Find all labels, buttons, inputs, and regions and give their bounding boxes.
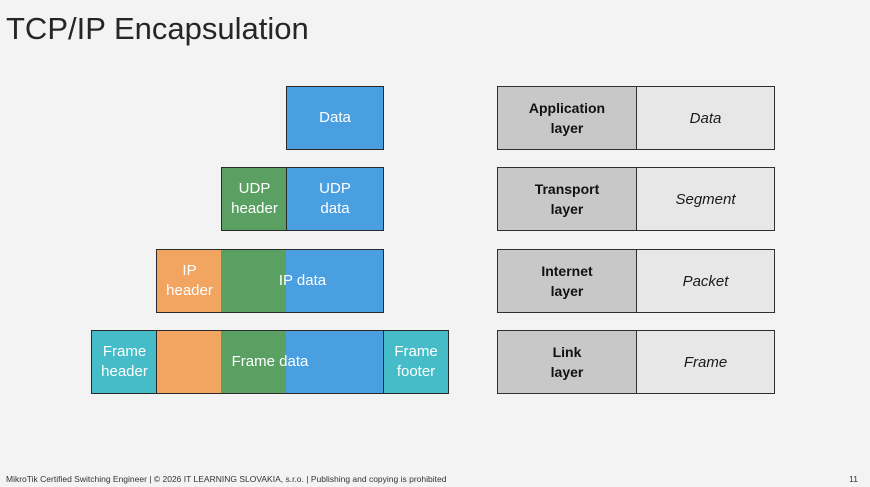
udp-header-block: UDP header [221,167,287,231]
frame-data-label: Frame data [231,353,309,370]
layer-unit-transport: Segment [637,167,775,231]
ip-header-block: IP header [156,249,222,313]
frame-data-orange-part [156,330,221,394]
ip-data-label: IP data [278,272,327,289]
ip-data-blue-part [286,249,384,313]
ip-data-block: IP data [221,249,384,313]
layer-unit-link: Frame [637,330,775,394]
layer-name-internet: Internet layer [497,249,637,313]
layer-name-transport: Transport layer [497,167,637,231]
ip-header-label: IP header [166,262,213,299]
layer-unit-application: Data [637,86,775,150]
frame-data-blue-part [286,330,384,394]
frame-footer-label: Frame footer [394,343,438,380]
application-data-label: Data [319,109,351,126]
frame-data-green-part [221,330,286,394]
frame-footer-block: Frame footer [383,330,449,394]
layer-name-application: Application layer [497,86,637,150]
slide-title: TCP/IP Encapsulation [6,11,309,46]
layer-unit-internet: Packet [637,249,775,313]
page-number: 11 [849,474,858,484]
frame-data-block: Frame data [156,330,384,394]
udp-header-label: UDP header [231,180,278,217]
application-data-block: Data [286,86,384,150]
udp-data-label: UDP data [319,180,351,217]
udp-data-block: UDP data [286,167,384,231]
ip-data-green-part [221,249,286,313]
frame-header-block: Frame header [91,330,157,394]
layer-name-link: Link layer [497,330,637,394]
frame-header-label: Frame header [101,343,148,380]
footer-text: MikroTik Certified Switching Engineer | … [6,474,447,484]
